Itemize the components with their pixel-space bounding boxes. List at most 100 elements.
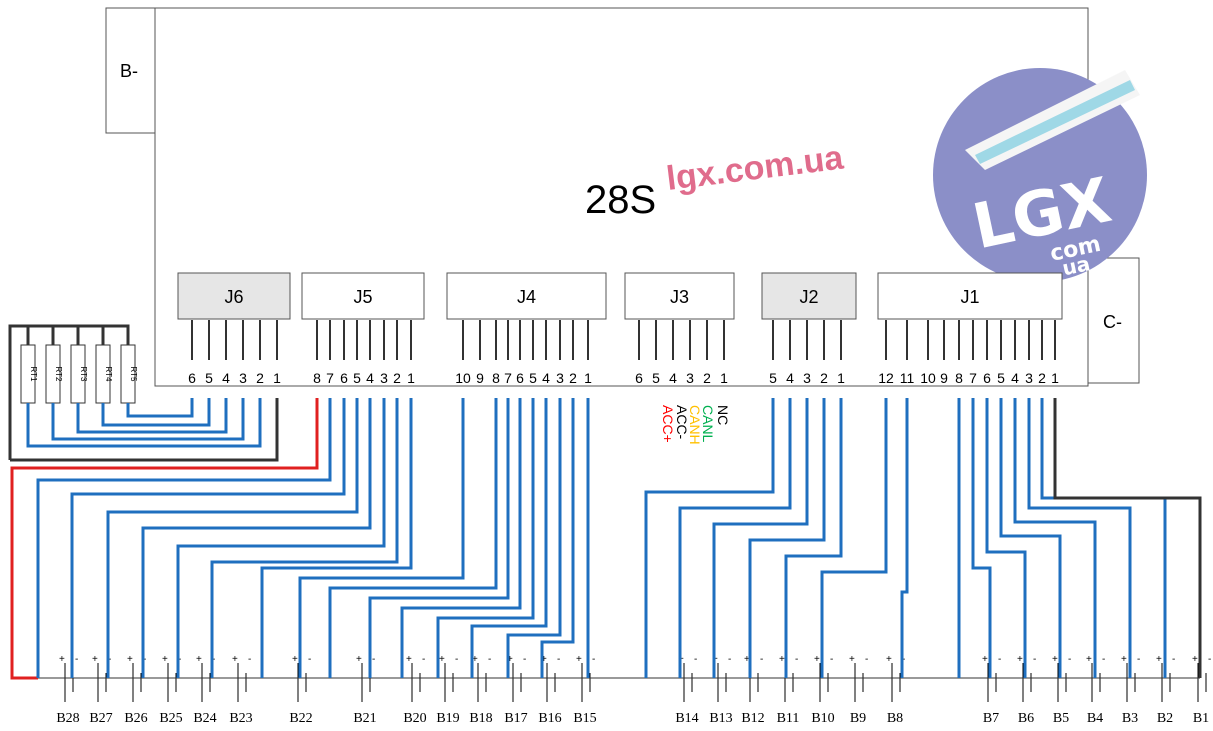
cell-plus-sign: + xyxy=(1052,654,1058,665)
cell-label: B25 xyxy=(159,711,182,726)
cell-plus-sign: + xyxy=(356,654,362,665)
pin-label: 7 xyxy=(326,370,334,386)
j2-tap-wire xyxy=(748,398,826,678)
cell-plus-sign: + xyxy=(292,654,298,665)
cell-minus-sign: - xyxy=(760,654,763,665)
pin-label: 6 xyxy=(516,370,524,386)
cell-label: B24 xyxy=(193,711,216,726)
cell-minus-sign: - xyxy=(557,654,560,665)
cell-minus-sign: - xyxy=(1137,654,1140,665)
pin-label: 5 xyxy=(997,370,1005,386)
j3-signal-label: CANL xyxy=(700,405,716,443)
connector-label-j3: J3 xyxy=(670,287,689,307)
j4-tap-wire xyxy=(368,398,510,678)
cell-minus-sign: - xyxy=(694,654,697,665)
cell-label: B9 xyxy=(850,711,866,726)
cell-plus-sign: + xyxy=(196,654,202,665)
connector-j2 xyxy=(761,272,857,320)
pin-label: 2 xyxy=(569,370,577,386)
pin-label: 5 xyxy=(652,370,660,386)
cell-minus-sign: - xyxy=(1033,654,1036,665)
cell-minus-sign: - xyxy=(143,654,146,665)
cell-label: B2 xyxy=(1157,711,1173,726)
cell-label: B3 xyxy=(1122,711,1138,726)
cell-minus-sign: - xyxy=(902,654,905,665)
connector-j6 xyxy=(177,272,291,320)
cell-plus-sign: + xyxy=(814,654,820,665)
cell-plus-sign: + xyxy=(849,654,855,665)
cell-label: B23 xyxy=(229,711,252,726)
cell-minus-sign: - xyxy=(212,654,215,665)
pin-label: 1 xyxy=(837,370,845,386)
cell-plus-sign: + xyxy=(744,654,750,665)
cell-label: B11 xyxy=(777,711,800,726)
pin-label: 10 xyxy=(920,370,936,386)
pin-label: 2 xyxy=(256,370,264,386)
pin-label: 3 xyxy=(556,370,564,386)
thermistor-label: RT1 xyxy=(29,367,38,383)
pin-label: 6 xyxy=(188,370,196,386)
cell-minus-sign: - xyxy=(178,654,181,665)
cell-label: B1 xyxy=(1193,711,1209,726)
pin-label: 1 xyxy=(584,370,592,386)
pin-label: 6 xyxy=(340,370,348,386)
pin-label: 9 xyxy=(940,370,948,386)
thermistor-label: RT2 xyxy=(54,367,63,383)
connector-label-j6: J6 xyxy=(224,287,243,307)
cell-plus-sign: + xyxy=(1121,654,1127,665)
pin-label: 2 xyxy=(1038,370,1046,386)
cell-label: B18 xyxy=(469,711,492,726)
j3-signal-label: ACC- xyxy=(674,405,690,440)
cell-minus-sign: - xyxy=(865,654,868,665)
thermistor-label: RT5 xyxy=(129,367,138,383)
cell-plus-sign: + xyxy=(982,654,988,665)
cell-minus-sign: - xyxy=(308,654,311,665)
lgx-logo: LGX com ua xyxy=(933,68,1147,282)
cell-minus-sign: - xyxy=(488,654,491,665)
cell-minus-sign: - xyxy=(1172,654,1175,665)
cell-label: B4 xyxy=(1087,711,1103,726)
cell-label: B7 xyxy=(983,711,999,726)
pin-label: 2 xyxy=(820,370,828,386)
thermistor-label: RT3 xyxy=(79,367,88,383)
pin-label: 5 xyxy=(769,370,777,386)
j1-tap-wire xyxy=(820,398,888,678)
cell-label: B8 xyxy=(887,711,903,726)
pin-label: 10 xyxy=(455,370,471,386)
j5-tap-wire xyxy=(210,398,399,678)
pin-label: 9 xyxy=(476,370,484,386)
j3-signal-label: CANH xyxy=(687,405,703,445)
j4-tap-wire xyxy=(298,398,465,678)
j5-tap-wire xyxy=(36,398,332,678)
j2-tap-wire xyxy=(678,398,792,678)
thermistor-signal-wire xyxy=(76,398,228,434)
thermistor-signal-wire xyxy=(126,398,194,418)
j1-tap-wire xyxy=(971,398,992,678)
cell-plus-sign: + xyxy=(576,654,582,665)
thermistor-return-wire xyxy=(10,398,279,462)
pin-label: 4 xyxy=(669,370,677,386)
cell-minus-sign: - xyxy=(108,654,111,665)
j1-tap-wire xyxy=(985,398,1027,678)
cell-plus-sign: + xyxy=(1156,654,1162,665)
cell-minus-sign: - xyxy=(1068,654,1071,665)
j4-tap-wire xyxy=(540,398,575,678)
pin-label: 3 xyxy=(239,370,247,386)
cell-minus-sign: - xyxy=(1102,654,1105,665)
cell-plus-sign: + xyxy=(232,654,238,665)
connector-j4 xyxy=(446,272,607,320)
cell-label: B5 xyxy=(1053,711,1069,726)
pin-label: 4 xyxy=(542,370,550,386)
cell-minus-sign: - xyxy=(998,654,1001,665)
cell-plus-sign: + xyxy=(1192,654,1198,665)
cell-plus-sign: + xyxy=(439,654,445,665)
cell-minus-sign: - xyxy=(523,654,526,665)
j1-negative-wire xyxy=(1053,398,1202,678)
j1-tap-wire xyxy=(1013,398,1097,678)
cell-plus-sign: + xyxy=(472,654,478,665)
cell-label: B16 xyxy=(538,711,561,726)
cell-plus-sign: + xyxy=(59,654,65,665)
pin-label: 5 xyxy=(205,370,213,386)
cell-plus-sign: + xyxy=(92,654,98,665)
